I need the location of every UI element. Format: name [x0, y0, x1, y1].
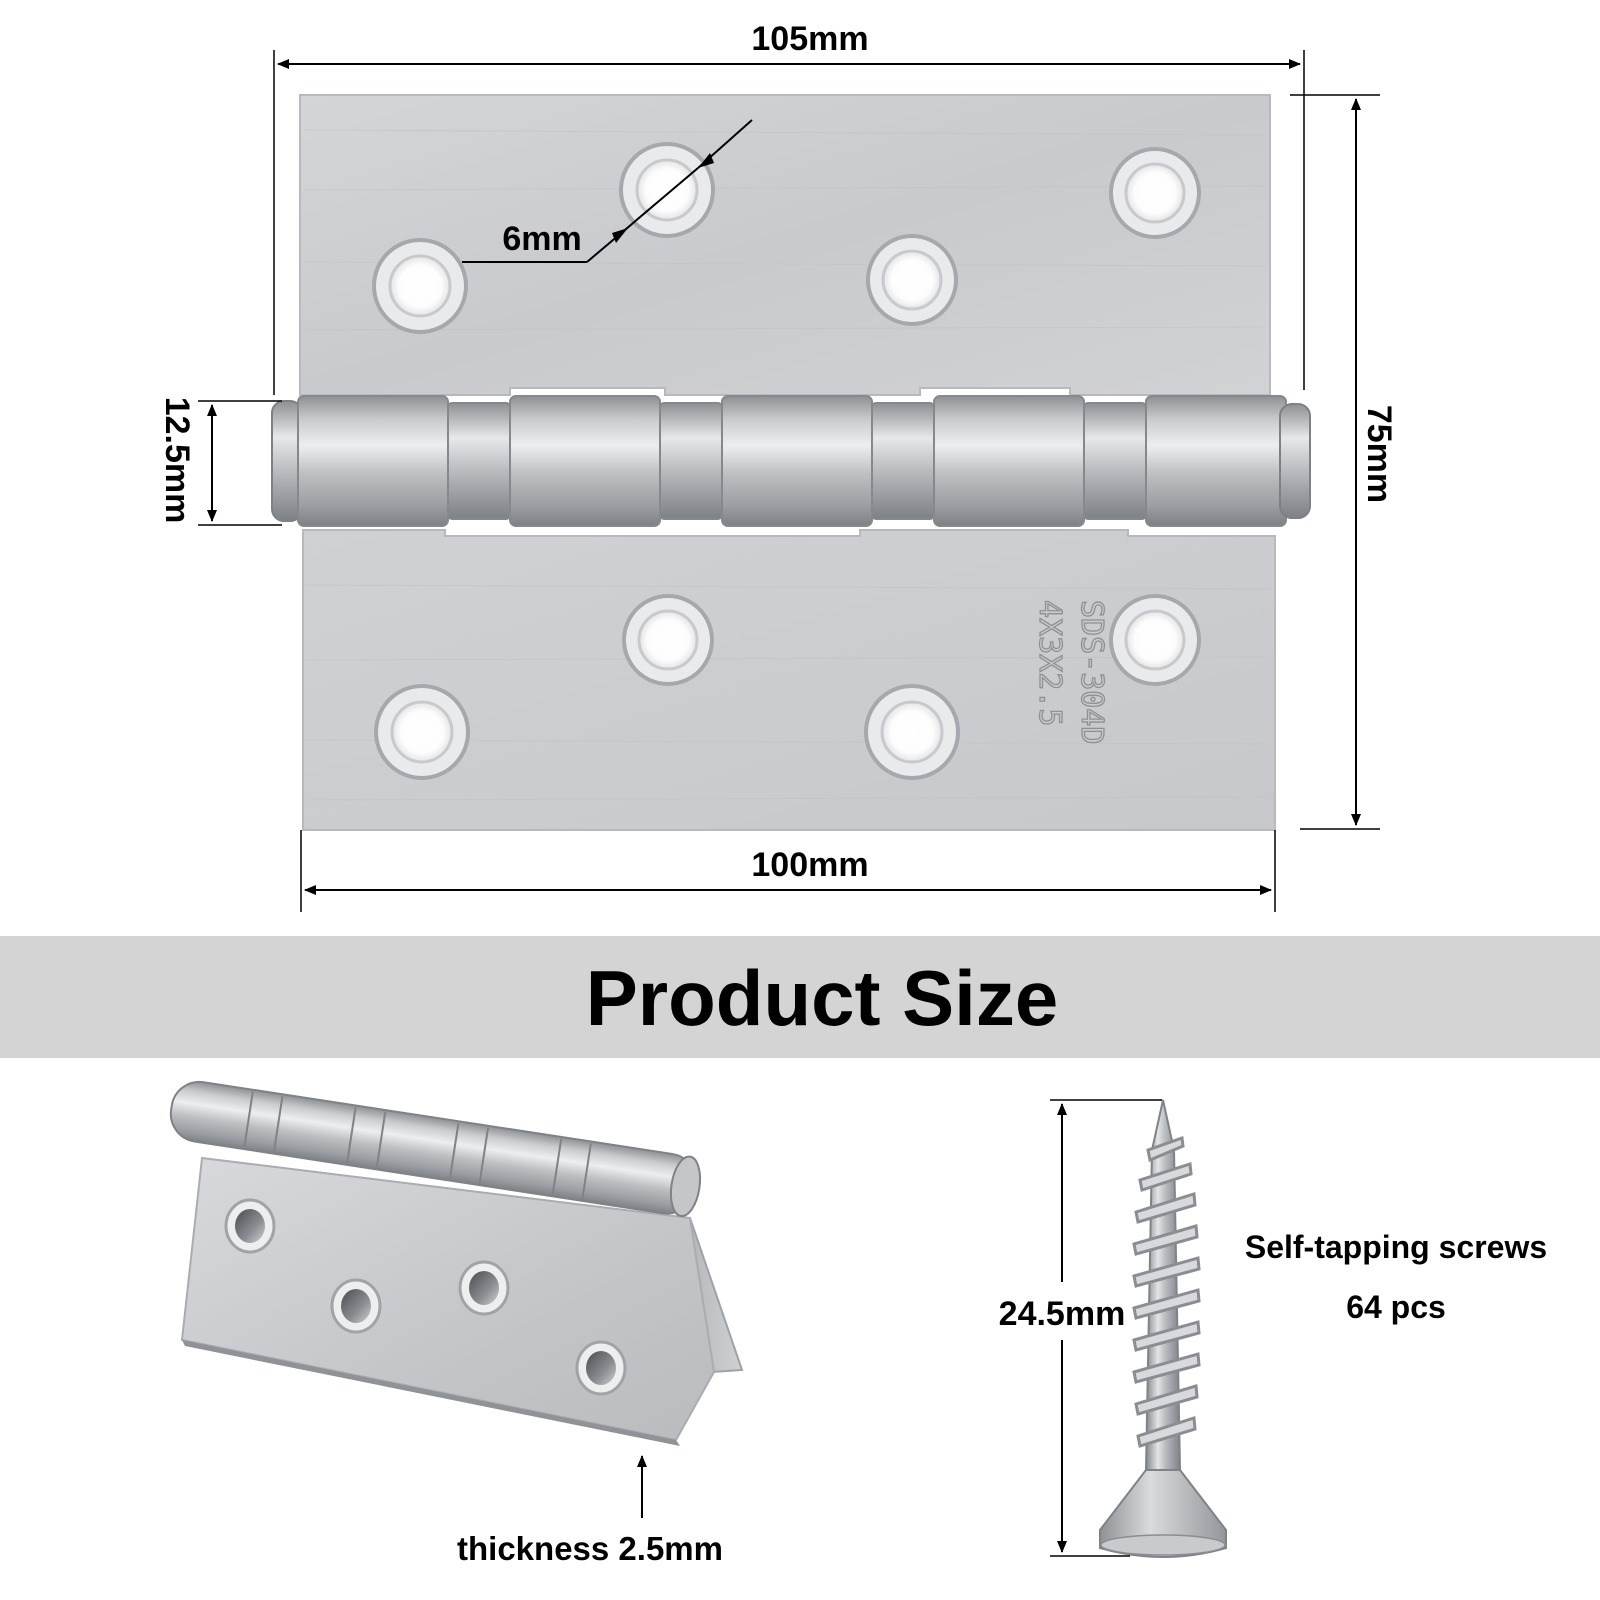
perspective-holes — [224, 1198, 627, 1396]
dimension-screw-length: 24.5mm — [999, 1099, 1162, 1557]
engraving-line-2: SDS-304D — [1074, 600, 1109, 745]
dimension-top-width: 105mm — [273, 20, 1305, 395]
hinge-engraving: 4X3X2.5 SDS-304D — [1031, 599, 1109, 745]
dimension-bottom-width: 100mm — [300, 830, 1276, 912]
perspective-knuckle — [169, 1080, 702, 1218]
label-knuckle-diameter: 12.5mm — [158, 397, 196, 524]
dimension-knuckle-diameter: 12.5mm — [158, 397, 282, 526]
screw-threads — [1132, 1135, 1201, 1448]
hinge-knuckle — [271, 395, 1311, 527]
screw-holes-top — [372, 142, 1201, 334]
hinge-top-leaf — [299, 94, 1271, 396]
screw-hole — [390, 700, 454, 764]
banner-background — [0, 936, 1600, 1058]
label-top-width: 105mm — [751, 20, 868, 58]
hinge-perspective-view: thickness 2.5mm — [169, 1080, 744, 1567]
screw-hole — [635, 158, 699, 222]
screw-holes-bottom — [374, 594, 1201, 780]
dimension-height: 75mm — [1290, 94, 1398, 830]
screw-hole — [637, 609, 699, 671]
screw-head — [1099, 1469, 1227, 1558]
screw-hole — [388, 254, 452, 318]
hinge-front-view: 4X3X2.5 SDS-304D — [271, 94, 1311, 831]
screw-type-label: Self-tapping screws — [1245, 1229, 1547, 1265]
screw-count-label: 64 pcs — [1346, 1289, 1446, 1325]
self-tapping-screw — [1099, 1099, 1227, 1558]
screw-hole — [880, 700, 944, 764]
label-thickness: thickness 2.5mm — [457, 1530, 723, 1567]
hinge-bottom-leaf — [302, 529, 1276, 831]
screw-hole — [1124, 162, 1186, 224]
banner-title: Product Size — [586, 954, 1058, 1042]
dimension-hole-diameter: 6mm — [462, 119, 753, 263]
label-bottom-width: 100mm — [751, 846, 868, 884]
label-screw-length: 24.5mm — [999, 1295, 1126, 1333]
screw-hole — [1124, 609, 1186, 671]
label-hole-diameter: 6mm — [502, 220, 581, 258]
screw-info: Self-tapping screws 64 pcs — [1245, 1229, 1547, 1325]
screw-hole — [881, 249, 943, 311]
product-size-banner: Product Size — [0, 936, 1600, 1058]
engraving-line-1: 4X3X2.5 — [1032, 600, 1067, 726]
label-height: 75mm — [1360, 405, 1398, 503]
